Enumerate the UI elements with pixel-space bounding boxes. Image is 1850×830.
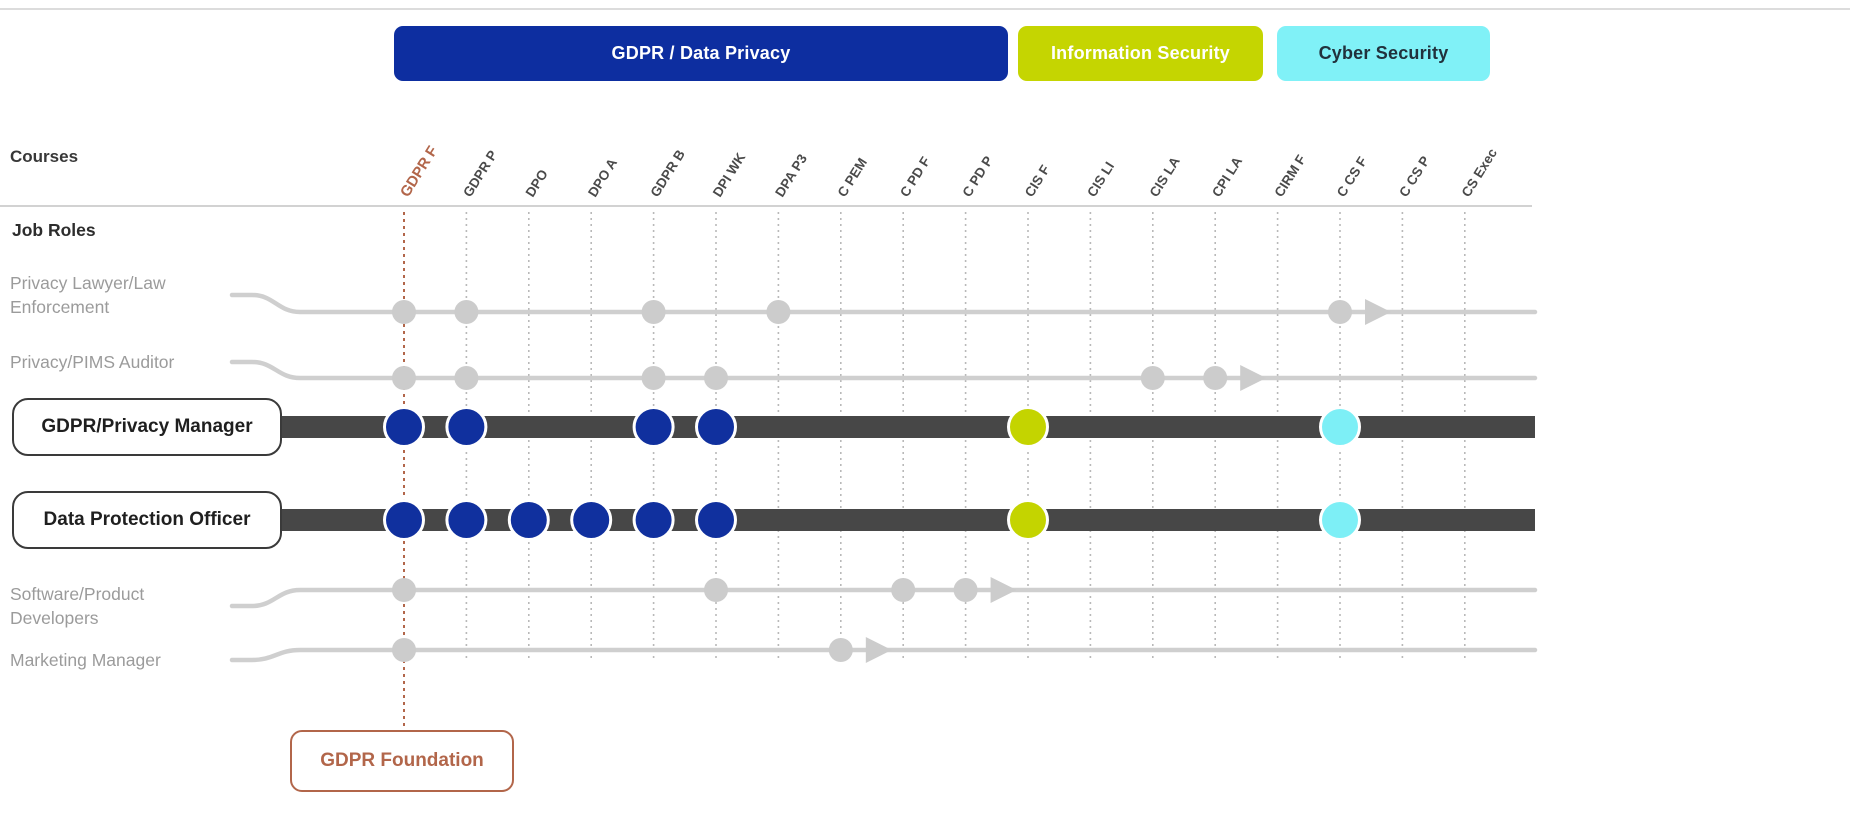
course-label: CIS LI: [1084, 159, 1117, 199]
course-dot: [454, 300, 479, 324]
course-label: GDPR P: [460, 148, 500, 200]
course-label: C CS F: [1334, 154, 1370, 199]
course-dot: [1007, 499, 1049, 541]
course-dot: [695, 406, 737, 448]
group-pill-cyber-security: Cyber Security: [1277, 26, 1490, 81]
group-pill-label: Cyber Security: [1318, 43, 1449, 63]
course-label: GDPR F: [397, 143, 441, 200]
course-dot: [1319, 406, 1361, 448]
course-dot: [641, 366, 666, 390]
course-dot: [392, 638, 416, 662]
course-dot: [1328, 300, 1352, 324]
course-dot: [1007, 406, 1049, 448]
course-dot: [704, 366, 728, 390]
top-divider: [0, 8, 1850, 10]
path-arrow-icon: [990, 577, 1017, 603]
course-dot: [632, 499, 675, 541]
course-dot: [454, 366, 479, 390]
courses-separator: [0, 205, 1532, 207]
role-label: Privacy/PIMS Auditor: [10, 350, 235, 374]
course-dot: [445, 499, 488, 541]
courses-heading: Courses: [10, 147, 79, 166]
annotation-gdpr-foundation: GDPR Foundation: [290, 730, 514, 792]
role-line: [229, 359, 1538, 381]
course-dot: [953, 578, 978, 602]
role-line: [229, 292, 1538, 315]
course-dot: [632, 406, 675, 448]
course-label: DPO A: [585, 156, 620, 200]
role-label-box: GDPR/Privacy Manager: [12, 398, 282, 456]
course-dot: [507, 499, 550, 541]
course-label: C PEM: [835, 155, 870, 199]
path-arrow-icon: [865, 637, 892, 663]
role-label-line: Privacy Lawyer/Law: [10, 273, 166, 293]
course-label: GDPR B: [647, 147, 688, 200]
course-label: CIS LA: [1147, 154, 1183, 200]
course-label: C CS P: [1396, 153, 1433, 199]
role-label: Marketing Manager: [10, 648, 235, 672]
course-dot: [570, 499, 613, 541]
role-label-line: Privacy/PIMS Auditor: [10, 352, 175, 372]
annotation-label: GDPR Foundation: [320, 750, 484, 771]
course-dot: [891, 578, 916, 602]
group-pill-gdpr-data-privacy: GDPR / Data Privacy: [394, 26, 1008, 81]
course-dot: [383, 406, 425, 448]
course-label: CS Exec: [1459, 145, 1501, 199]
course-label: C PD P: [959, 153, 996, 199]
role-line: [229, 647, 1538, 663]
job-roles-heading: Job Roles: [12, 220, 96, 240]
role-bar: [282, 416, 1535, 438]
course-dot: [1140, 366, 1165, 390]
role-label-line: Developers: [10, 608, 99, 628]
course-dot: [392, 300, 416, 324]
course-label: DPI WK: [710, 150, 749, 200]
role-label-line: Software/Product: [10, 584, 145, 604]
course-dot: [766, 300, 791, 324]
course-label: C PD F: [897, 154, 933, 199]
course-dot: [383, 499, 425, 541]
course-label: CIS F: [1022, 162, 1053, 199]
course-dot: [695, 499, 737, 541]
group-pill-label: GDPR / Data Privacy: [611, 43, 791, 63]
course-dot: [392, 578, 416, 602]
role-label-line: Marketing Manager: [10, 650, 161, 670]
course-label: DPO: [523, 167, 551, 200]
course-dot: [445, 406, 488, 448]
group-pill-label: Information Security: [1050, 43, 1231, 63]
course-label: CPI LA: [1209, 154, 1245, 200]
role-label-line: Enforcement: [10, 297, 110, 317]
course-dot: [828, 638, 853, 662]
path-arrow-icon: [1365, 299, 1391, 325]
course-dot: [704, 578, 728, 602]
course-label: DPA P3: [772, 151, 810, 199]
path-arrow-icon: [1240, 365, 1267, 391]
course-dot: [641, 300, 666, 324]
role-line: [229, 587, 1538, 609]
group-pill-information-security: Information Security: [1018, 26, 1263, 81]
course-dot: [392, 366, 416, 390]
course-dot: [1203, 366, 1228, 390]
role-label-box: Data Protection Officer: [12, 491, 282, 549]
course-dot: [1319, 499, 1361, 541]
course-label: CIRM F: [1271, 152, 1308, 199]
